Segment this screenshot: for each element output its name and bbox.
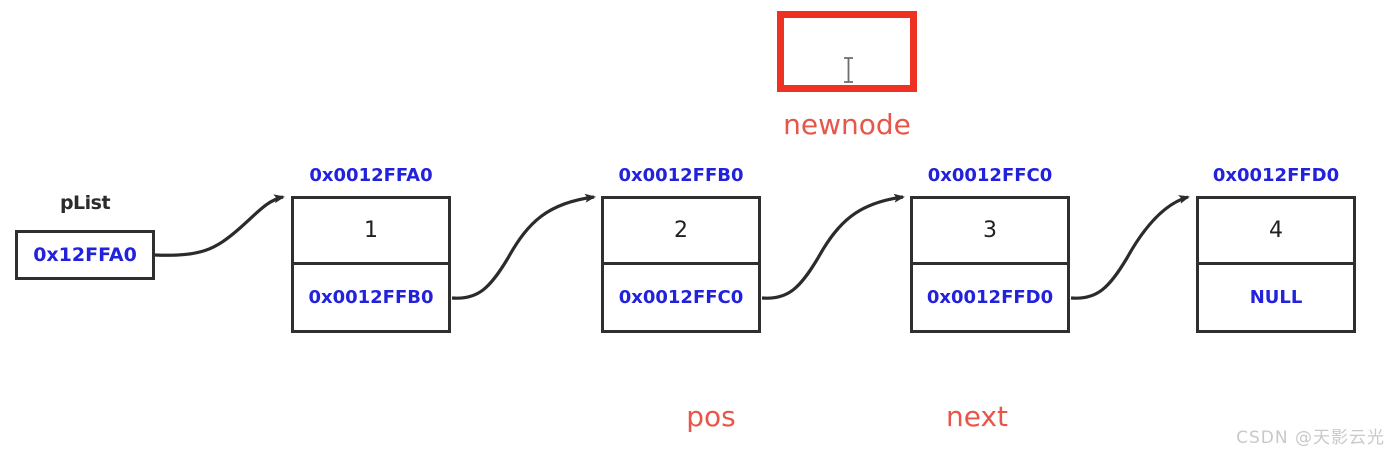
annotation-next: next — [945, 400, 1009, 433]
newnode-box[interactable] — [777, 11, 917, 92]
list-node-3: 3 0x0012FFD0 — [910, 196, 1070, 333]
node-data-4: 4 — [1199, 199, 1353, 265]
csdn-watermark: CSDN @天影云光 — [1236, 428, 1385, 448]
node-next-1: 0x0012FFB0 — [308, 287, 434, 308]
arrow-node3-to-node4 — [1070, 195, 1190, 300]
node-next-2: 0x0012FFC0 — [618, 287, 744, 308]
arrow-node2-to-node3 — [761, 193, 905, 300]
plist-box: 0x12FFA0 — [15, 230, 155, 280]
list-node-4: 4 NULL — [1196, 196, 1356, 333]
node-data-3: 3 — [913, 199, 1067, 265]
node-data-1: 1 — [294, 199, 448, 265]
node-data-2: 2 — [604, 199, 758, 265]
list-node-1: 1 0x0012FFB0 — [291, 196, 451, 333]
plist-value: 0x12FFA0 — [33, 244, 137, 266]
node-next-3: 0x0012FFD0 — [926, 287, 1054, 308]
arrow-node1-to-node2 — [451, 193, 596, 300]
list-node-2: 2 0x0012FFC0 — [601, 196, 761, 333]
node-address-4: 0x0012FFD0 — [1212, 165, 1340, 186]
node-address-2: 0x0012FFB0 — [618, 165, 744, 186]
plist-label: pList — [59, 192, 111, 214]
newnode-label: newnode — [783, 108, 911, 141]
annotation-pos: pos — [686, 400, 736, 433]
arrow-plist-to-node1 — [154, 194, 285, 257]
node-next-4: NULL — [1249, 287, 1303, 308]
node-address-1: 0x0012FFA0 — [309, 165, 433, 186]
node-address-3: 0x0012FFC0 — [927, 165, 1053, 186]
